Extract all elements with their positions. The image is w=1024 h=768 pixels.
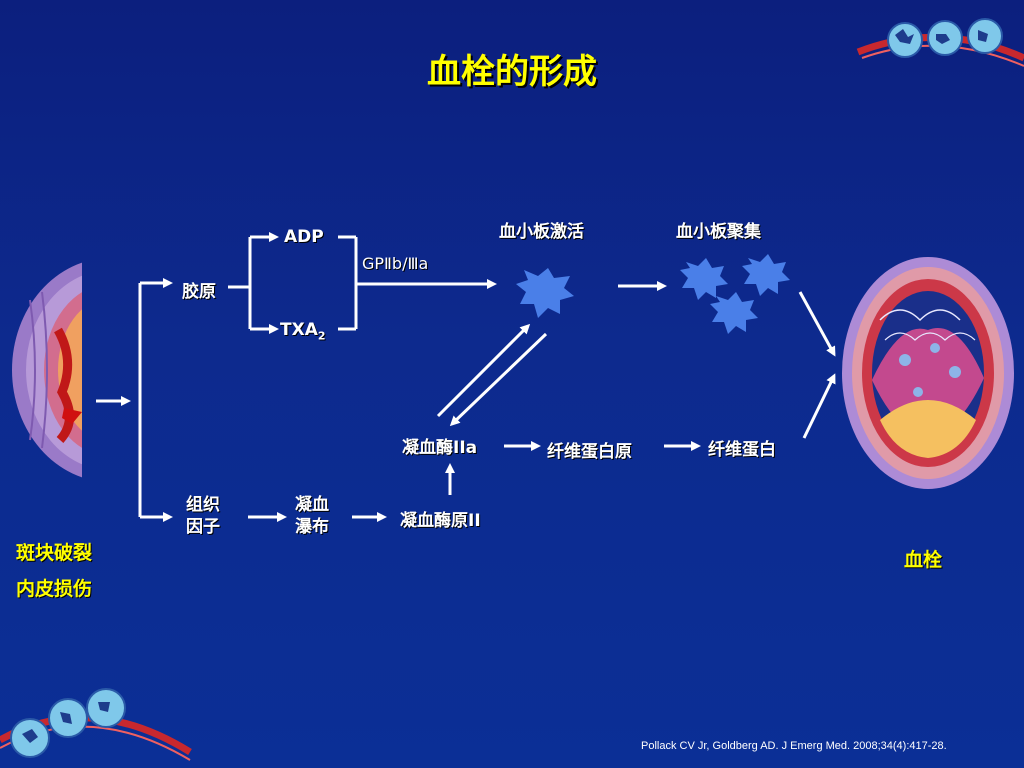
logo-bottom-left bbox=[0, 688, 192, 761]
coag-cascade-line1: 凝血 bbox=[295, 495, 329, 515]
fibrinogen-label: 纤维蛋白原 bbox=[547, 442, 632, 462]
tissue-factor-line1: 组织 bbox=[186, 495, 220, 515]
plaque-rupture-label: 斑块破裂 bbox=[16, 542, 93, 564]
prothrombin-label: 凝血酶原II bbox=[400, 511, 481, 531]
txa-text: TXA bbox=[280, 320, 318, 340]
gp-receptor-label: GPⅡb/Ⅲa bbox=[362, 254, 429, 273]
logo-top-right bbox=[856, 18, 1024, 67]
coag-cascade-line2: 瀑布 bbox=[295, 517, 329, 537]
thrombin-label: 凝血酶IIa bbox=[402, 438, 478, 458]
collagen-label: 胶原 bbox=[182, 282, 216, 302]
tissue-factor-line2: 因子 bbox=[186, 517, 220, 537]
citation: Pollack CV Jr, Goldberg AD. J Emerg Med.… bbox=[641, 740, 947, 752]
txa2-label: TXA2 bbox=[280, 320, 326, 342]
fibrin-label: 纤维蛋白 bbox=[708, 440, 776, 460]
txa-subscript: 2 bbox=[317, 329, 326, 343]
aggregated-platelets-icon bbox=[680, 254, 790, 334]
thrombus-vessel-image bbox=[842, 257, 1014, 489]
tissue-factor-label: 组织 因子 bbox=[186, 494, 220, 538]
platelet-aggregation-label: 血小板聚集 bbox=[676, 222, 761, 242]
page-title: 血栓的形成 bbox=[427, 52, 597, 92]
endothelial-injury-label: 内皮损伤 bbox=[16, 578, 93, 600]
activated-platelet-icon bbox=[516, 268, 574, 318]
platelet-activation-label: 血小板激活 bbox=[499, 222, 584, 242]
thrombus-label: 血栓 bbox=[904, 549, 943, 571]
adp-label: ADP bbox=[284, 227, 324, 247]
plaque-vessel-image bbox=[12, 262, 82, 478]
flow-connectors bbox=[96, 232, 836, 522]
coagulation-cascade-label: 凝血 瀑布 bbox=[295, 494, 329, 538]
